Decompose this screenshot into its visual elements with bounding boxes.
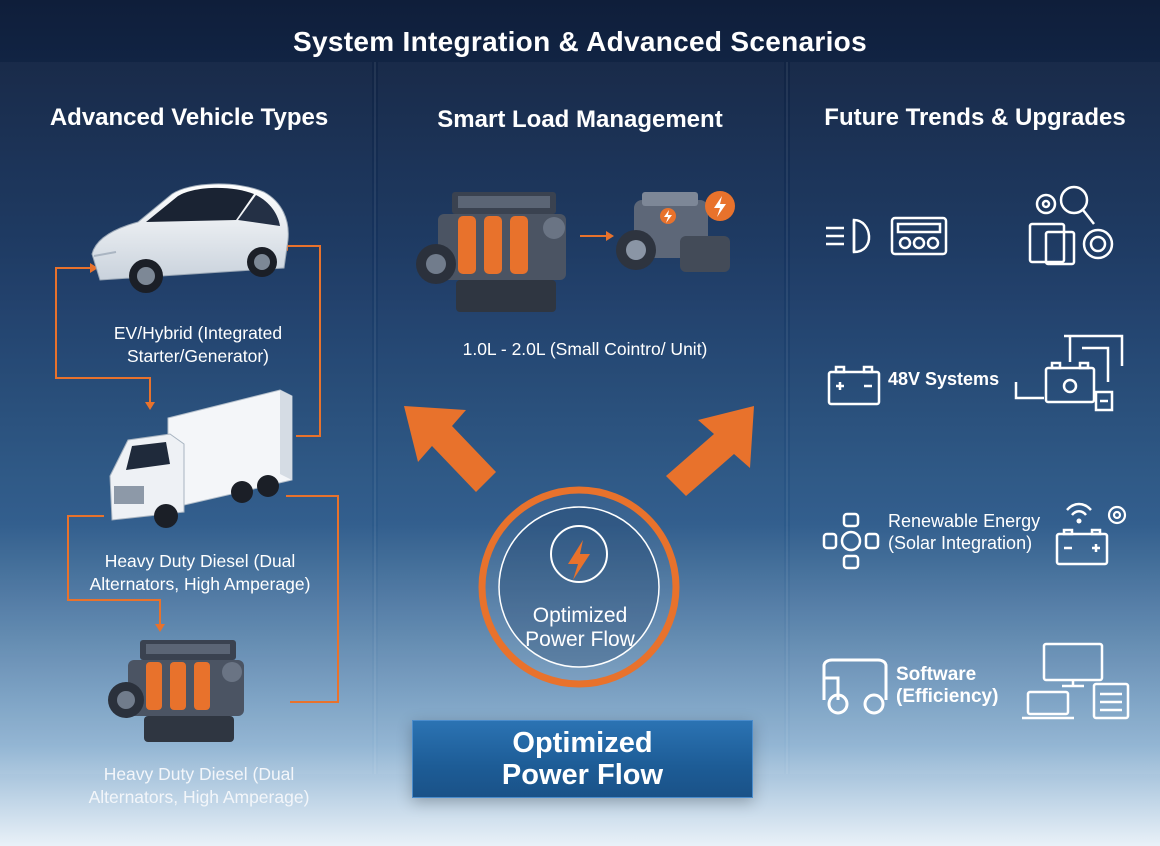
vehicle-icon — [822, 658, 888, 715]
box-truck-icon — [109, 389, 293, 528]
caption-line: EV/Hybrid (Integrated — [113, 323, 283, 343]
circle-label-line: Power Flow — [525, 628, 635, 651]
column-divider-left — [374, 62, 376, 774]
arrow-up-left-icon — [404, 406, 496, 492]
banner-line: Power Flow — [501, 759, 664, 791]
heading-smart-load-management: Smart Load Management — [437, 106, 723, 133]
engine-icon — [416, 192, 566, 312]
caption-line: Heavy Duty Diesel (Dual — [103, 764, 295, 784]
device-settings-icon — [1028, 185, 1114, 266]
caption-line: Alternators, High Amperage) — [88, 787, 310, 807]
optimized-power-flow-banner: Optimized Power Flow — [412, 720, 753, 798]
sports-car-icon — [91, 183, 289, 293]
computer-devices-icon — [1022, 642, 1130, 720]
caption-ev-hybrid: EV/Hybrid (Integrated Starter/Generator) — [80, 322, 316, 368]
banner-line: Optimized — [512, 727, 653, 759]
label-renewable-energy: Renewable Energy (Solar Integration) — [888, 510, 1040, 554]
label-48v-systems: 48V Systems — [888, 369, 1000, 389]
label-line: Software — [896, 664, 977, 685]
caption-line: Starter/Generator) — [127, 346, 269, 366]
caption-line: Heavy Duty Diesel (Dual — [104, 551, 296, 571]
circle-label: Optimized Power Flow — [500, 604, 660, 652]
circle-label-line: Optimized — [532, 604, 628, 627]
dashboard-gauge-icon — [890, 216, 948, 256]
flow-arrow-icon — [580, 231, 614, 241]
engine-icon — [108, 640, 244, 742]
gear-icon — [1107, 505, 1127, 525]
label-software: Software (Efficiency) — [896, 664, 998, 708]
lightning-bolt-icon — [568, 540, 590, 580]
battery-circuit-icon — [1014, 334, 1124, 412]
caption-heavy-duty-diesel-2: Heavy Duty Diesel (Dual Alternators, Hig… — [58, 763, 340, 809]
caption-small-control-unit: 1.0L - 2.0L (Small Cointro/ Unit) — [462, 339, 708, 359]
column-divider-right — [786, 62, 788, 774]
label-line: (Solar Integration) — [888, 533, 1033, 553]
headlight-icon — [826, 218, 871, 254]
battery-icon — [1055, 528, 1109, 566]
power-flow-circle — [478, 486, 680, 688]
heading-advanced-vehicle-types: Advanced Vehicle Types — [49, 104, 329, 131]
starter-motor-icon — [616, 191, 735, 272]
caption-heavy-duty-diesel-1: Heavy Duty Diesel (Dual Alternators, Hig… — [60, 550, 340, 596]
solar-drone-icon — [822, 512, 880, 570]
caption-line: Alternators, High Amperage) — [89, 574, 311, 594]
heading-future-trends: Future Trends & Upgrades — [824, 104, 1126, 131]
wifi-icon — [1066, 502, 1092, 524]
label-line: Renewable Energy — [888, 511, 1041, 531]
battery-icon — [827, 365, 881, 406]
arrow-up-right-icon — [666, 406, 754, 496]
label-line: (Efficiency) — [896, 686, 999, 707]
page-title: System Integration & Advanced Scenarios — [293, 26, 867, 57]
